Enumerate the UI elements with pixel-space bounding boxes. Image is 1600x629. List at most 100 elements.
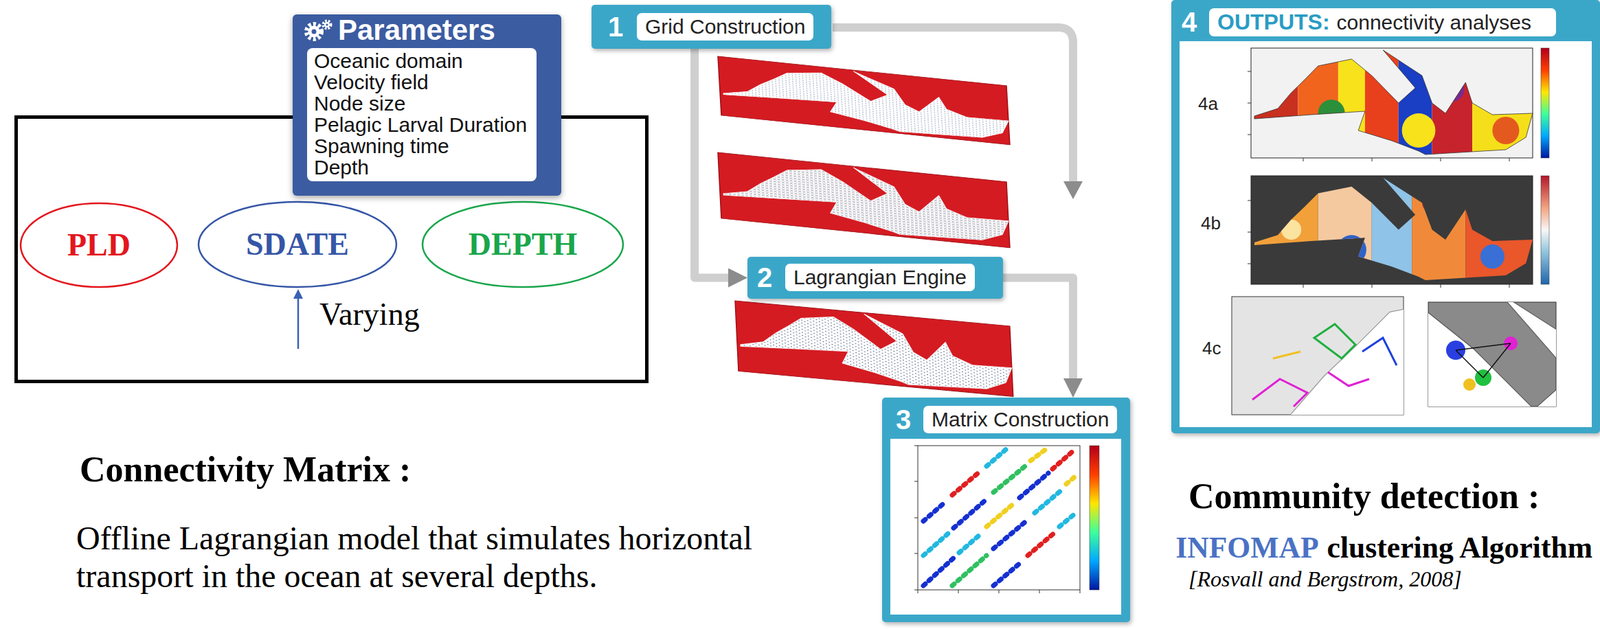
art-rect bbox=[1540, 175, 1550, 285]
section-heading: Community detection : bbox=[1188, 476, 1540, 517]
art-rect bbox=[717, 56, 1010, 145]
source-sink-map bbox=[1247, 175, 1550, 288]
parameter-item: Velocity field bbox=[313, 71, 527, 93]
step-number: 3 bbox=[895, 403, 911, 436]
art-g bbox=[1251, 175, 1533, 284]
number-slot: 1 bbox=[607, 10, 624, 43]
art-polygon bbox=[293, 289, 303, 299]
art-use bbox=[721, 57, 1010, 143]
art-path bbox=[1034, 489, 1063, 514]
art-circle bbox=[306, 24, 322, 40]
art-path bbox=[1362, 337, 1397, 366]
label-slot: 4b bbox=[1200, 212, 1221, 235]
art-circle bbox=[1480, 244, 1505, 269]
art-circle bbox=[1492, 116, 1519, 145]
number-slot: 4 bbox=[1181, 6, 1197, 38]
parameters-panel: ParametersOceanic domainVelocity fieldNo… bbox=[292, 14, 562, 196]
art-rect bbox=[1465, 175, 1533, 284]
art-g bbox=[1251, 48, 1533, 159]
art-path bbox=[993, 520, 1028, 549]
art-rect bbox=[1089, 445, 1100, 591]
panel-letter: 4c bbox=[1202, 337, 1221, 360]
map-layer bbox=[735, 300, 1014, 397]
art-path bbox=[1030, 448, 1047, 461]
art-circle bbox=[1439, 76, 1464, 102]
art-rect bbox=[1472, 48, 1533, 159]
art-rect bbox=[1251, 48, 1533, 159]
art-path bbox=[1052, 449, 1075, 470]
art-g bbox=[1233, 296, 1404, 415]
label-slot: clustering Algorithm bbox=[1327, 530, 1593, 565]
art-rect bbox=[1411, 175, 1466, 284]
varying-arrow bbox=[293, 289, 303, 349]
gear-icon bbox=[303, 17, 336, 43]
art-rect bbox=[717, 152, 1010, 249]
label-slot: Connectivity Matrix : bbox=[79, 449, 411, 490]
citation: [Rosvall and Bergstrom, 2008] bbox=[1188, 566, 1462, 593]
art-path bbox=[959, 535, 980, 554]
panel-heading: Parameters bbox=[337, 14, 496, 47]
step-tab: 2 Lagrangian Engine bbox=[747, 256, 1004, 299]
parameter-ellipse: SDATE bbox=[197, 200, 398, 289]
art-use bbox=[1428, 302, 1557, 407]
art-path bbox=[993, 466, 1025, 493]
title-pill: Lagrangian Engine bbox=[785, 263, 975, 292]
art-rect bbox=[1318, 175, 1372, 284]
label-slot: INFOMAP bbox=[1175, 530, 1319, 565]
art-path bbox=[1252, 379, 1308, 407]
art-rect bbox=[1371, 175, 1413, 284]
art-path bbox=[986, 503, 1014, 527]
outputs-heading: OUTPUTS: bbox=[1217, 10, 1331, 34]
panel-letter: 4a bbox=[1198, 93, 1219, 115]
outputs-panel: 4OUTPUTS:connectivity analyses bbox=[1171, 0, 1600, 434]
flow-arrow bbox=[1003, 278, 1074, 382]
art-path bbox=[923, 502, 946, 522]
number-slot: 2 bbox=[757, 261, 773, 294]
ellipse-shape bbox=[20, 203, 178, 288]
art-path bbox=[1247, 71, 1510, 162]
art-circle bbox=[1281, 219, 1302, 240]
body-text: Offline Lagrangian model that simulates … bbox=[76, 519, 819, 595]
art-line bbox=[297, 298, 300, 349]
matrix-plot bbox=[890, 438, 1122, 615]
label-slot: 4a bbox=[1198, 93, 1219, 115]
ellipse-label: SDATE bbox=[245, 226, 349, 263]
art-use bbox=[1233, 296, 1404, 415]
art-rect bbox=[1251, 175, 1319, 284]
parameter-item: Oceanic domain bbox=[313, 50, 527, 72]
art-path bbox=[1455, 343, 1511, 378]
art-path bbox=[1066, 476, 1076, 485]
label-slot: Offline Lagrangian model that simulates … bbox=[76, 519, 819, 595]
step-tab: 1 Grid Construction bbox=[591, 4, 832, 49]
art-g bbox=[1252, 324, 1397, 407]
art-polygon bbox=[1063, 181, 1083, 200]
step-panel: 3Matrix Construction bbox=[882, 397, 1131, 623]
method-name: INFOMAP bbox=[1175, 530, 1319, 565]
step-number: 1 bbox=[607, 10, 624, 43]
art-path bbox=[953, 499, 987, 529]
parameter-item: Spawning time bbox=[313, 135, 527, 157]
parameter-ellipse: DEPTH bbox=[421, 200, 625, 289]
parameter-ellipse: PLD bbox=[19, 201, 179, 289]
art-path bbox=[1247, 200, 1510, 288]
art-path bbox=[986, 448, 1008, 467]
art-path bbox=[923, 533, 949, 556]
art-circle bbox=[1422, 193, 1442, 213]
ellipse-shape bbox=[422, 201, 624, 288]
step-title: Grid Construction bbox=[645, 15, 806, 39]
art-rect bbox=[890, 438, 1122, 615]
art-path bbox=[1027, 532, 1056, 556]
art-path bbox=[914, 445, 1080, 594]
art-path bbox=[1059, 513, 1076, 527]
art-circle bbox=[308, 26, 321, 38]
map-layer bbox=[717, 152, 1010, 249]
art-circle bbox=[323, 21, 332, 29]
art-path bbox=[952, 555, 987, 587]
art-circle bbox=[1336, 234, 1367, 265]
art-circle bbox=[324, 21, 330, 28]
art-g bbox=[1251, 48, 1533, 159]
panel-letter: 4b bbox=[1200, 212, 1221, 235]
art-g bbox=[1233, 296, 1404, 415]
art-g bbox=[1251, 175, 1533, 284]
